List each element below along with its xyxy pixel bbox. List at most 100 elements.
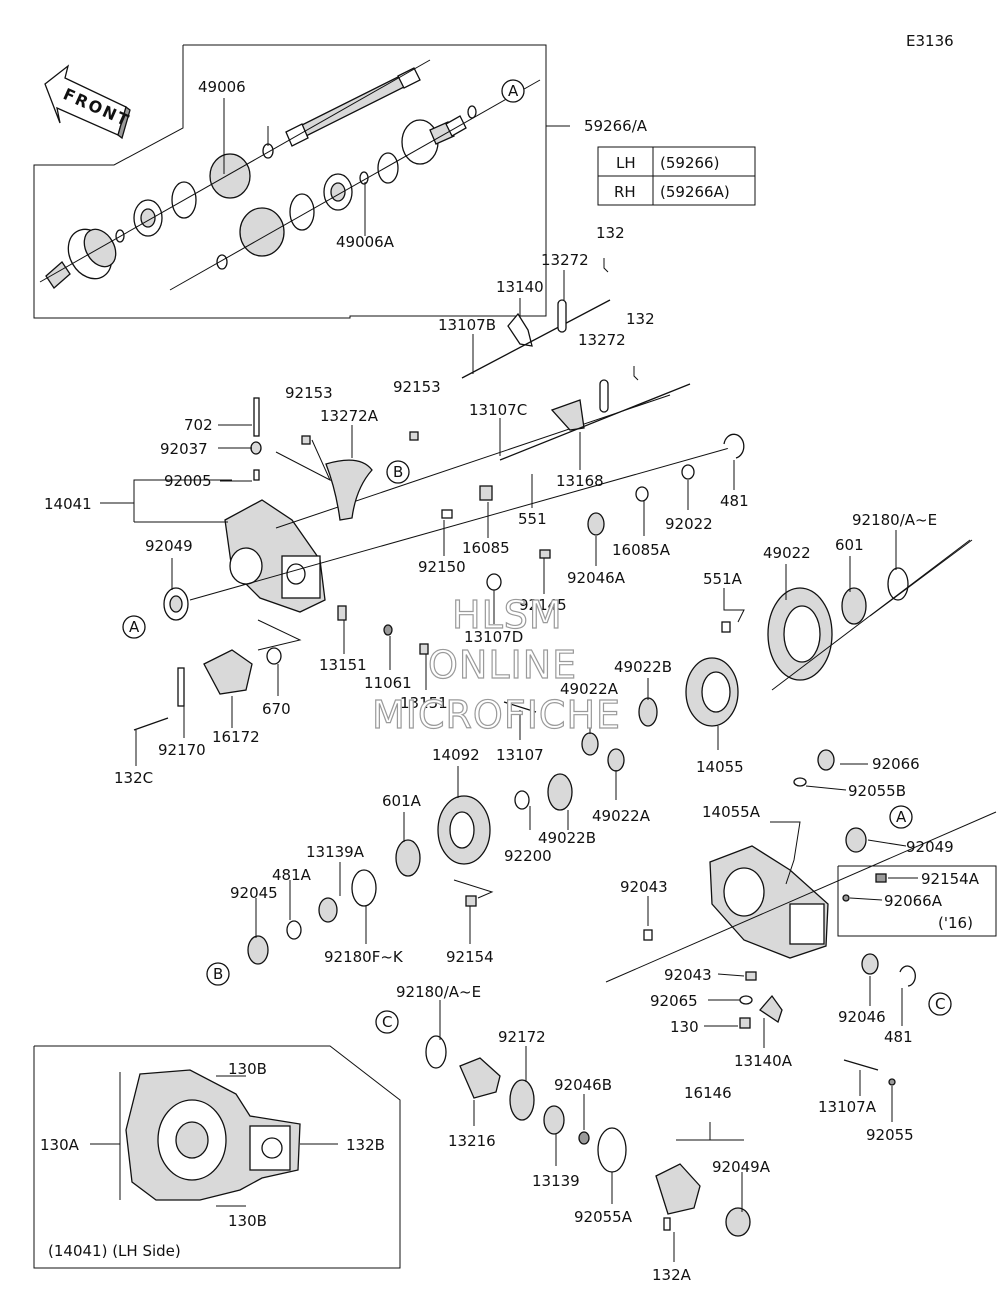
part-label: 13168	[556, 472, 604, 490]
inset-caption: (14041) (LH Side)	[48, 1242, 181, 1260]
callouts: A B A A B C C	[122, 79, 952, 1034]
inset-box: (14041) (LH Side)	[33, 1045, 401, 1269]
part-label: 132A	[652, 1266, 692, 1284]
part-label: 92055	[866, 1126, 914, 1144]
callout-label: B	[393, 463, 403, 481]
part-label: 130	[670, 1018, 699, 1036]
part-label: 14041	[44, 495, 92, 513]
part-label: 481A	[272, 866, 312, 884]
watermark-line: HLSM	[452, 593, 563, 637]
part-label: 92022	[665, 515, 713, 533]
diagram-code: E3136	[906, 32, 954, 50]
part-label: 92046B	[554, 1076, 612, 1094]
part-label: 92153	[393, 378, 441, 396]
gear-case-14041	[133, 258, 745, 731]
part-label: 13107A	[818, 1098, 877, 1116]
part-label: 16085	[462, 539, 510, 557]
part-label: 92046	[838, 1008, 886, 1026]
part-label: 481	[720, 492, 749, 510]
part-label: 13107	[496, 746, 544, 764]
part-label: 92043	[664, 966, 712, 984]
part-label: 551A	[703, 570, 743, 588]
part-labels: 59266/A 49006 49006A 132 13272 13140 131…	[40, 78, 980, 1284]
gear-case-14055A	[605, 749, 997, 1086]
part-label: 92153	[285, 384, 333, 402]
part-label: 14092	[432, 746, 480, 764]
part-label: 16172	[212, 728, 260, 746]
part-label: 49006	[198, 78, 246, 96]
part-label: 670	[262, 700, 291, 718]
part-label: 49022A	[592, 807, 651, 825]
part-label: 92005	[164, 472, 212, 490]
part-label: 130A	[40, 1136, 80, 1154]
part-label: 92055B	[848, 782, 906, 800]
part-label: 92180F~K	[324, 948, 404, 966]
part-label: 551	[518, 510, 547, 528]
part-label: 13272A	[320, 407, 379, 425]
part-label: 13216	[448, 1132, 496, 1150]
part-label: 601A	[382, 792, 422, 810]
part-label: 92200	[504, 847, 552, 865]
part-label: 92154A	[921, 870, 980, 888]
part-label: 92170	[158, 741, 206, 759]
callout-label: B	[213, 965, 223, 983]
part-label: 92180/A~E	[396, 983, 481, 1001]
part-label: 49022	[763, 544, 811, 562]
part-label: 13140A	[734, 1052, 793, 1070]
part-label: 14055	[696, 758, 744, 776]
variant-side: RH	[614, 183, 636, 201]
part-label: 130B	[228, 1212, 267, 1230]
part-label: 11061	[364, 674, 412, 692]
watermark-line: MICROFICHE	[372, 693, 621, 737]
part-label: 92043	[620, 878, 668, 896]
part-label: 92066A	[884, 892, 943, 910]
part-label: 13272	[541, 251, 589, 269]
part-label: 49006A	[336, 233, 395, 251]
part-label: 16146	[684, 1084, 732, 1102]
part-label: 13151	[319, 656, 367, 674]
callout-label: A	[896, 808, 907, 826]
part-label: 132B	[346, 1136, 385, 1154]
part-label: 92154	[446, 948, 494, 966]
callout-label: A	[129, 618, 140, 636]
part-label: 13272	[578, 331, 626, 349]
part-label: 92046A	[567, 569, 626, 587]
part-label: 130B	[228, 1060, 267, 1078]
part-label: 132	[596, 224, 625, 242]
callout-label: A	[508, 82, 519, 100]
drive-shaft	[39, 59, 541, 291]
lower-parts	[425, 1035, 751, 1237]
part-label: 92172	[498, 1028, 546, 1046]
part-label: 13139A	[306, 843, 365, 861]
part-label: 92045	[230, 884, 278, 902]
part-label: 601	[835, 536, 864, 554]
part-label: 13140	[496, 278, 544, 296]
part-label: 92049A	[712, 1158, 771, 1176]
variant-code: (59266A)	[660, 183, 730, 201]
part-label: 14055A	[702, 803, 761, 821]
watermark: HLSM ONLINE MICROFICHE	[371, 592, 621, 737]
part-label: 49022A	[560, 680, 619, 698]
part-label: 92037	[160, 440, 208, 458]
part-label: 49022B	[538, 829, 596, 847]
part-label: 92055A	[574, 1208, 633, 1226]
part-label: 92065	[650, 992, 698, 1010]
part-label: 16085A	[612, 541, 671, 559]
callout-label: C	[382, 1013, 392, 1031]
year-note: ('16)	[938, 914, 973, 932]
variant-code: (59266)	[660, 154, 719, 172]
part-label: 13139	[532, 1172, 580, 1190]
part-label: 92066	[872, 755, 920, 773]
part-label: 13151	[400, 694, 448, 712]
variant-table: LH (59266) RH (59266A)	[597, 146, 756, 206]
watermark-line: ONLINE	[428, 643, 577, 687]
front-arrow: FRONT	[44, 64, 133, 140]
variant-side: LH	[616, 154, 636, 172]
part-label: 92180/A~E	[852, 511, 937, 529]
part-label: 92049	[145, 537, 193, 555]
part-label: 702	[184, 416, 213, 434]
part-label: 92150	[418, 558, 466, 576]
part-label: 132	[626, 310, 655, 328]
part-label: 132C	[114, 769, 153, 787]
